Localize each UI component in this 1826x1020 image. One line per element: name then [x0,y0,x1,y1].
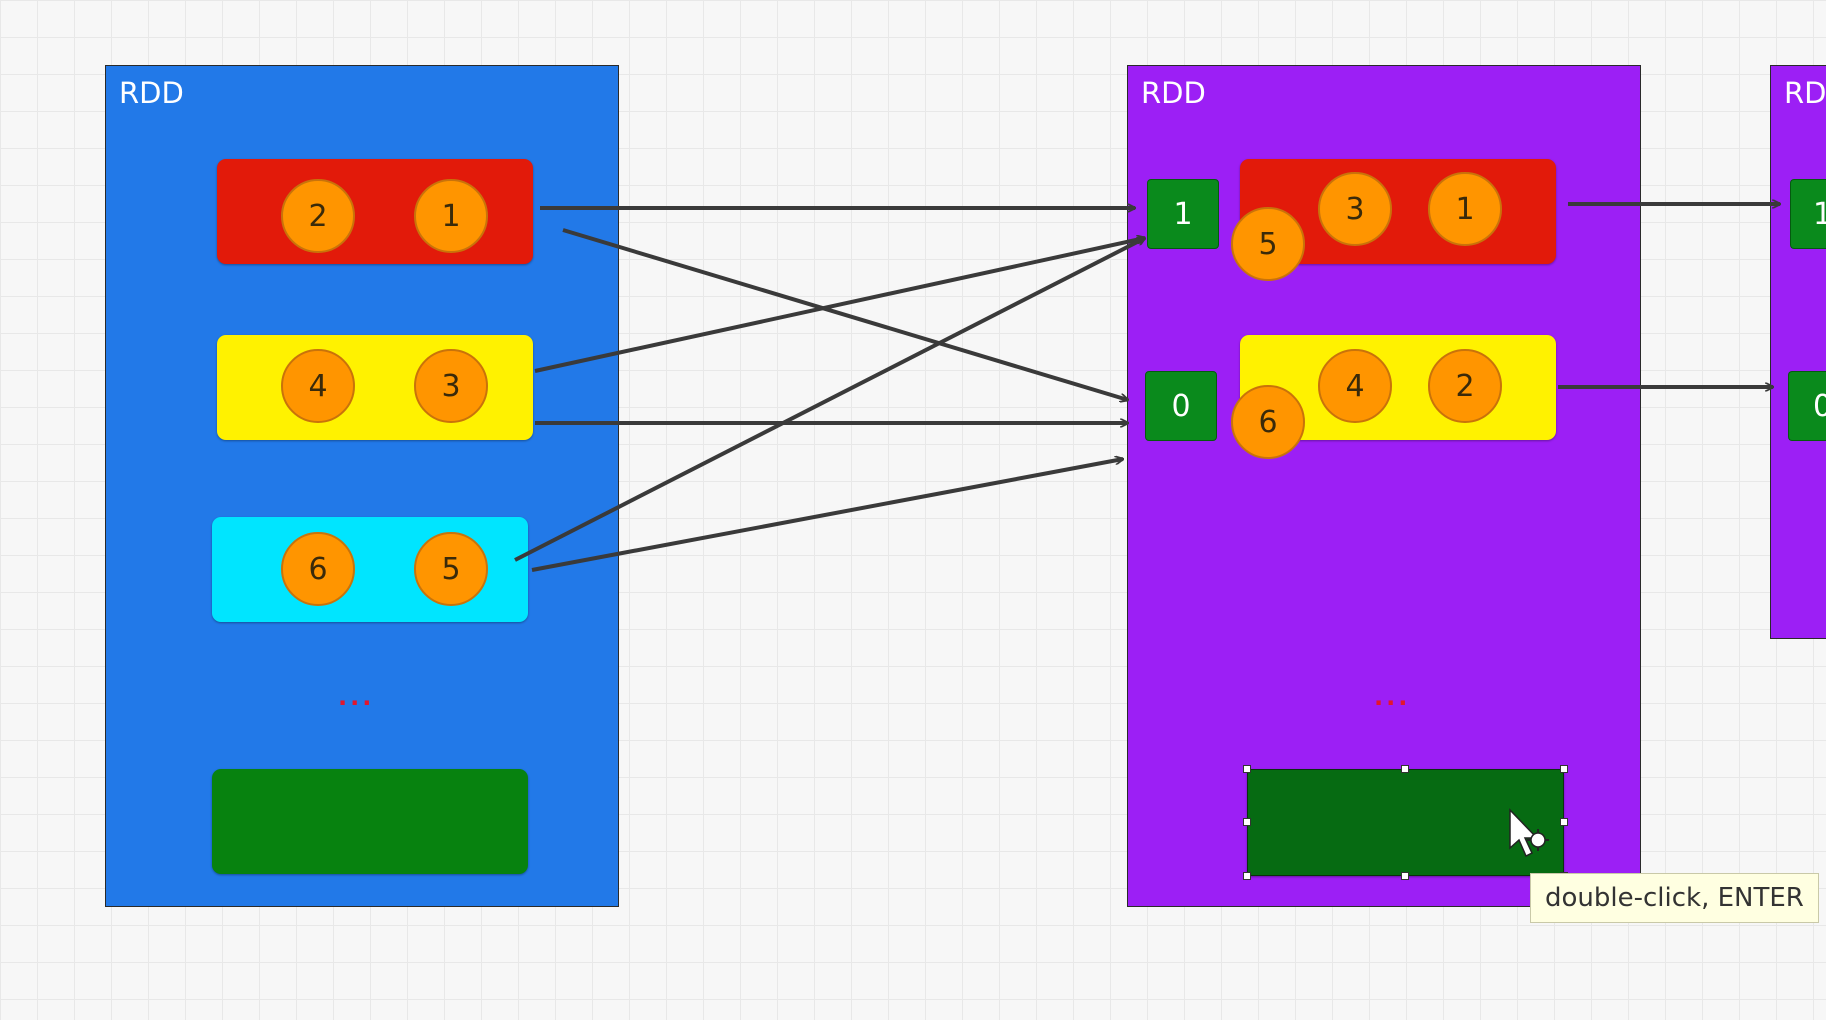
element-circle[interactable]: 3 [414,349,488,423]
arrow [514,236,1145,562]
resize-handle[interactable] [1560,818,1568,826]
element-circle[interactable]: 6 [281,532,355,606]
element-circle[interactable]: 2 [281,179,355,253]
resize-handle[interactable] [1401,765,1409,773]
element-circle[interactable]: 1 [1428,172,1502,246]
middle-ellipsis: ... [1374,683,1411,711]
left-partition-green[interactable] [212,769,528,874]
element-circle[interactable]: 6 [1231,385,1305,459]
key-box[interactable]: 1 [1790,179,1826,249]
tooltip: double-click, ENTER [1530,873,1819,923]
rdd-middle-label: RDD [1141,76,1206,110]
rdd-right[interactable]: RDD [1770,65,1826,639]
resize-handle[interactable] [1243,818,1251,826]
element-circle[interactable]: 2 [1428,349,1502,423]
resize-handle[interactable] [1401,872,1409,880]
key-box[interactable]: 0 [1788,371,1826,441]
left-ellipsis: ... [338,683,375,711]
key-box[interactable]: 1 [1147,179,1219,249]
element-circle[interactable]: 5 [1231,207,1305,281]
arrow [531,459,1123,572]
element-circle[interactable]: 4 [1318,349,1392,423]
element-circle[interactable]: 4 [281,349,355,423]
resize-handle[interactable] [1243,765,1251,773]
rdd-left-label: RDD [119,76,184,110]
rdd-right-label: RDD [1784,76,1826,110]
arrow [534,238,1145,373]
element-circle[interactable]: 5 [414,532,488,606]
resize-handle[interactable] [1560,765,1568,773]
move-cursor-icon [1509,808,1549,858]
element-circle[interactable]: 3 [1318,172,1392,246]
key-box[interactable]: 0 [1145,371,1217,441]
element-circle[interactable]: 1 [414,179,488,253]
arrow [562,228,1128,400]
resize-handle[interactable] [1243,872,1251,880]
